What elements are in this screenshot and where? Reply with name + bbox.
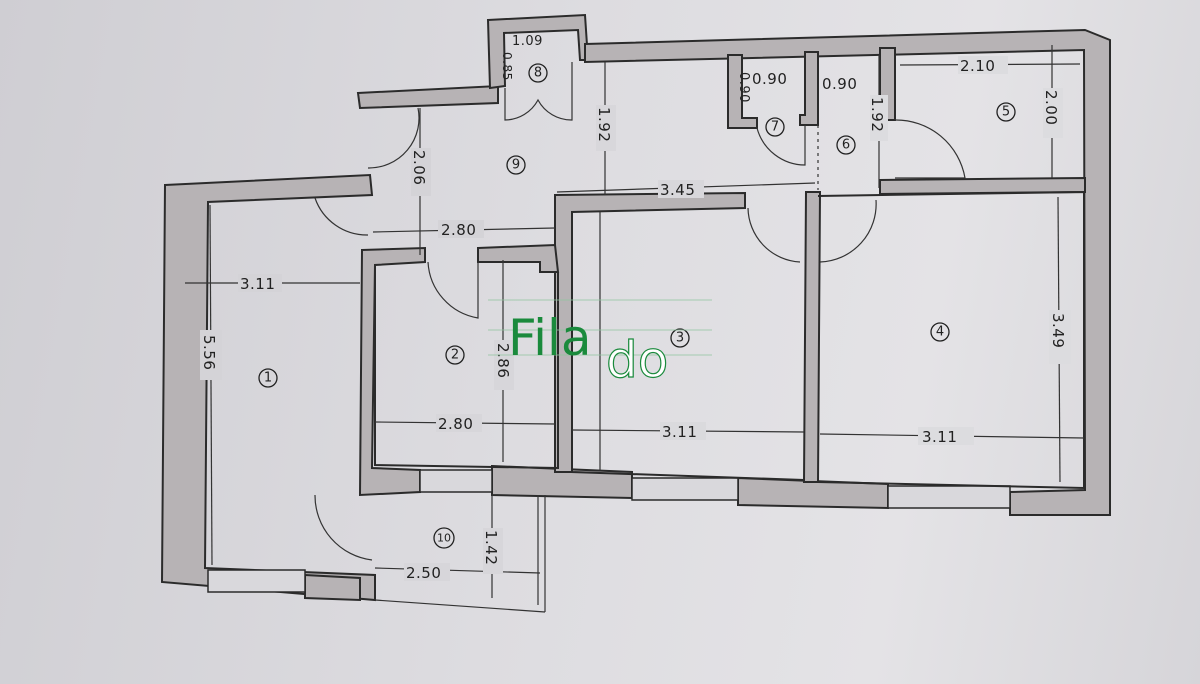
dim-hall-width: 2.80 [441,221,476,239]
dim-hall-length: 2.06 [410,150,428,185]
room7-wall [727,54,758,129]
dim-room8-width: 1.09 [512,34,543,49]
top-wall [584,28,1111,516]
room2-right-wall [477,243,560,273]
corridor-top-wall [356,84,499,110]
room-number-8: 8 [534,66,542,81]
dim-room4-length: 3.49 [1049,313,1067,348]
room-number-9: 9 [512,158,520,173]
room-number-3: 3 [676,331,684,346]
dim-hall-depth: 1.92 [595,107,613,142]
dim-room3-width: 3.11 [662,423,697,441]
dim-room7-length: 0.90 [736,72,751,103]
doors [314,62,966,561]
room-number-4: 4 [936,325,944,340]
dim-room2-width: 2.80 [438,415,473,433]
dimension-lines [185,45,1085,598]
dim-room5-width: 2.10 [960,57,995,75]
dim-room6-length: 1.92 [868,97,886,132]
filado-watermark: Fila do [488,299,712,390]
dim-room2-length: 2.86 [494,343,512,378]
watermark-text-right: do [606,331,668,389]
window-room2 [419,469,493,493]
room2-wall [358,246,426,497]
balcony-end-wall [304,573,361,602]
dim-room4-width: 3.11 [922,428,957,446]
room-number-5: 5 [1002,105,1010,120]
dim-room6-width: 0.90 [822,75,857,93]
walls [160,13,1111,613]
dim-room1-length: 5.56 [200,335,218,370]
room3-4-wall [802,191,822,483]
room6-wall [799,51,819,126]
dim-room1-width: 3.11 [240,275,275,293]
room-number-10: 10 [437,532,451,545]
window-room4 [887,485,1011,509]
room-outlines [374,190,1085,490]
room-number-2: 2 [451,348,459,363]
watermark-text-left: Fila [508,309,592,367]
room-number-1: 1 [264,371,272,386]
dim-hall-span: 3.45 [660,181,695,199]
dimension-labels: 3.11 5.56 2.80 2.86 3.11 3.11 3.49 2.10 … [200,34,1071,582]
dim-room8-length: 0.85 [500,52,514,81]
room-number-6: 6 [842,138,850,153]
dim-room7-width: 0.90 [752,70,787,88]
window-room3 [631,477,739,501]
room-numbers: 1 2 3 4 5 6 7 8 9 10 [258,63,1016,549]
dim-balcony-width: 2.50 [406,564,441,582]
dim-room5-length: 2.00 [1042,90,1060,125]
window-room1 [207,569,306,593]
room-number-7: 7 [771,120,779,135]
closet8-wall [486,13,590,90]
dim-balcony-length: 1.42 [482,530,500,565]
